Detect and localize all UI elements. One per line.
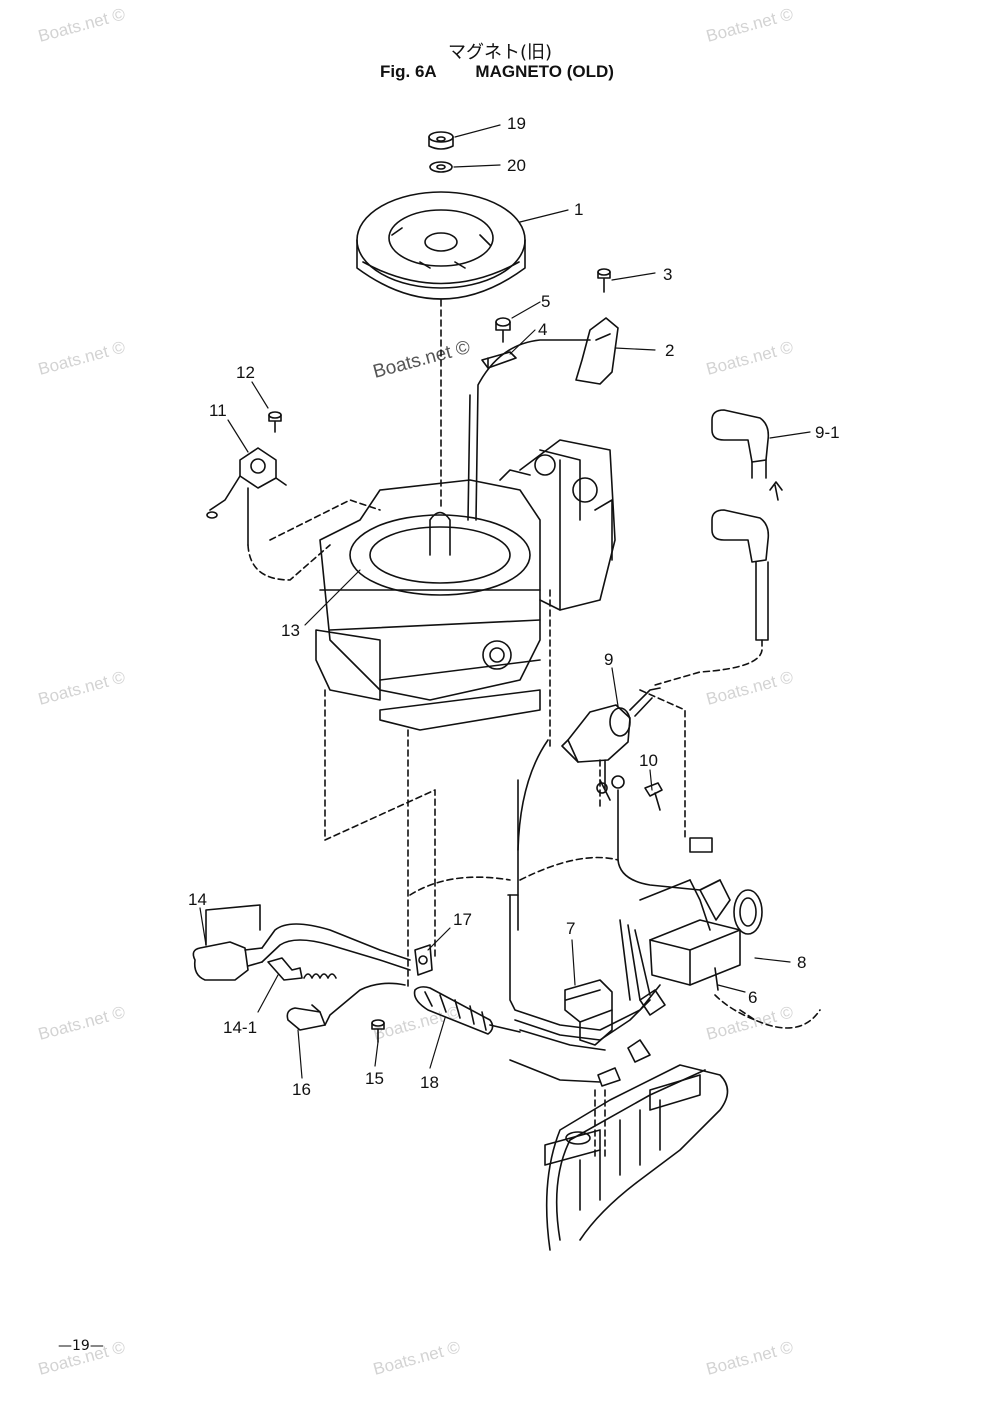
callout-14-1: 14-1 (223, 1018, 257, 1037)
callout-7: 7 (566, 919, 575, 938)
figure-title-english: MAGNETO (OLD) (475, 62, 614, 81)
callout-19: 19 (507, 114, 526, 133)
watermark: Boats.net © (371, 1002, 462, 1044)
nut-part-19 (428, 131, 454, 150)
engine-block (315, 439, 616, 731)
screw-part-15 (371, 1019, 385, 1043)
watermark: Boats.net © (704, 337, 795, 379)
ignition-coil-part-9 (561, 687, 661, 801)
page-number: —19— (58, 1338, 104, 1354)
watermark: Boats.net © (36, 337, 127, 379)
callout-16: 16 (292, 1080, 311, 1099)
callout-18: 18 (420, 1073, 439, 1092)
figure-title: Fig. 6A MAGNETO (OLD) (380, 62, 614, 82)
callout-3: 3 (663, 265, 672, 284)
callout-4: 4 (538, 320, 547, 339)
watermark: Boats.net © (704, 1337, 795, 1379)
watermark: Boats.net © (36, 1002, 127, 1044)
callout-17: 17 (453, 910, 472, 929)
cdi-unit-part-8 (639, 879, 763, 986)
watermark: Boats.net © (704, 4, 795, 46)
clamp-part-4 (481, 351, 517, 369)
washer-part-20 (429, 161, 453, 173)
screw-part-6 (714, 967, 719, 991)
wire-tube-part-18 (413, 986, 494, 1035)
callout-20: 20 (507, 156, 526, 175)
watermarks: Boats.net © Boats.net © Boats.net © Boat… (36, 4, 795, 1379)
watermark: Boats.net © (704, 1002, 795, 1044)
plug-cap (711, 509, 770, 641)
callout-10: 10 (639, 751, 658, 770)
pulser-coil-part-2 (467, 317, 619, 521)
clip-part-14-1 (267, 957, 337, 981)
callout-1: 1 (574, 200, 583, 219)
lanyard-clip-part-16 (286, 982, 406, 1031)
callout-13: 13 (281, 621, 300, 640)
callout-6: 6 (748, 988, 757, 1007)
bolt-part-10 (644, 782, 663, 811)
clip-part-17 (414, 944, 433, 976)
flywheel-part-1 (356, 191, 526, 300)
callout-15: 15 (365, 1069, 384, 1088)
bracket-part-7 (564, 979, 613, 1046)
watermark: Boats.net © (371, 337, 473, 383)
stop-switch-part-14 (192, 904, 411, 981)
screw-part-12 (268, 411, 282, 433)
plug-cap-part-9-1 (711, 409, 783, 501)
bolt-part-5 (495, 317, 511, 343)
callout-12: 12 (236, 363, 255, 382)
callout-8: 8 (797, 953, 806, 972)
lower-cowling (544, 1064, 729, 1251)
callout-14: 14 (188, 890, 207, 909)
watermark: Boats.net © (36, 667, 127, 709)
callout-labels: 19 20 1 3 5 4 2 12 11 9-1 13 9 10 14 17 … (188, 114, 840, 1099)
callout-9-1: 9-1 (815, 423, 840, 442)
callout-11: 11 (209, 401, 227, 420)
figure-title-japanese: マグネト(旧) (447, 42, 553, 63)
watermark: Boats.net © (371, 1337, 462, 1379)
callout-9: 9 (604, 650, 613, 669)
leader-lines (199, 124, 811, 1079)
figure-number: Fig. 6A (380, 62, 437, 81)
watermark: Boats.net © (704, 667, 795, 709)
callout-5: 5 (541, 292, 550, 311)
callout-2: 2 (665, 341, 674, 360)
wire-harness (509, 894, 661, 1031)
watermark: Boats.net © (36, 4, 127, 46)
switch-part-11 (206, 447, 287, 546)
screw-part-3 (597, 268, 611, 293)
